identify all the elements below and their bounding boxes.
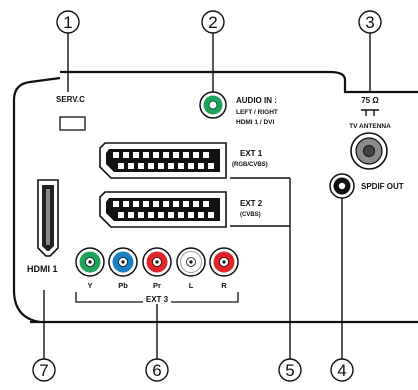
tv-antenna-connector (350, 132, 388, 170)
jack-y (75, 247, 105, 277)
spdif-out-jack (329, 173, 355, 199)
ext3-label: EXT 3 (146, 295, 169, 304)
jack-pb (108, 247, 138, 277)
audio-in-sub2: HDMI 1 / DVI (236, 119, 274, 126)
callout-6: 6 (145, 358, 169, 382)
serv-c-port (59, 116, 86, 131)
serv-c-label: SERV.C (56, 95, 85, 104)
jack-r-label: R (221, 281, 227, 290)
ohm-label: 75 Ω (361, 96, 379, 105)
ext2-scart-connector (99, 191, 227, 228)
ext2-sub-label: (CVBS) (240, 212, 261, 218)
callout-1: 1 (56, 10, 80, 34)
spdif-out-label: SPDIF OUT (361, 182, 404, 191)
audio-in-jack (199, 91, 227, 119)
jack-pb-label: Pb (118, 281, 128, 290)
ext3-label-bg (143, 294, 171, 304)
ext1-scart-connector (99, 142, 227, 179)
audio-in-label: AUDIO IN : (236, 96, 277, 105)
jack-l (176, 247, 206, 277)
jack-r (209, 247, 239, 277)
ext2-label: EXT 2 (240, 199, 263, 208)
callout-2: 2 (201, 10, 225, 34)
callout-4-number: 4 (337, 361, 346, 380)
panel-outline (12, 70, 418, 324)
jack-pr (142, 247, 172, 277)
hdmi1-label: HDMI 1 (27, 264, 58, 274)
tv-antenna-label: TV ANTENNA (349, 123, 391, 130)
callout-3: 3 (358, 10, 382, 34)
jack-y-label: Y (87, 281, 92, 290)
ext1-sub-label: (RGB/CVBS) (232, 162, 268, 168)
callout-7: 7 (32, 358, 56, 382)
antenna-symbol-icon (361, 109, 379, 116)
callout-1-number: 1 (63, 13, 72, 32)
jack-l-label: L (189, 281, 194, 290)
callout-2-number: 2 (208, 13, 217, 32)
jack-pr-label: Pr (153, 281, 161, 290)
callout-5-number: 5 (285, 361, 294, 380)
callout-5: 5 (278, 358, 302, 382)
hdmi1-port (37, 179, 59, 257)
ext1-label: EXT 1 (240, 149, 263, 158)
callout-4: 4 (330, 358, 354, 382)
audio-in-sub1: LEFT / RIGHT (236, 109, 278, 116)
callout-7-number: 7 (39, 361, 48, 380)
callout-3-number: 3 (365, 13, 374, 32)
callout-6-number: 6 (152, 361, 161, 380)
